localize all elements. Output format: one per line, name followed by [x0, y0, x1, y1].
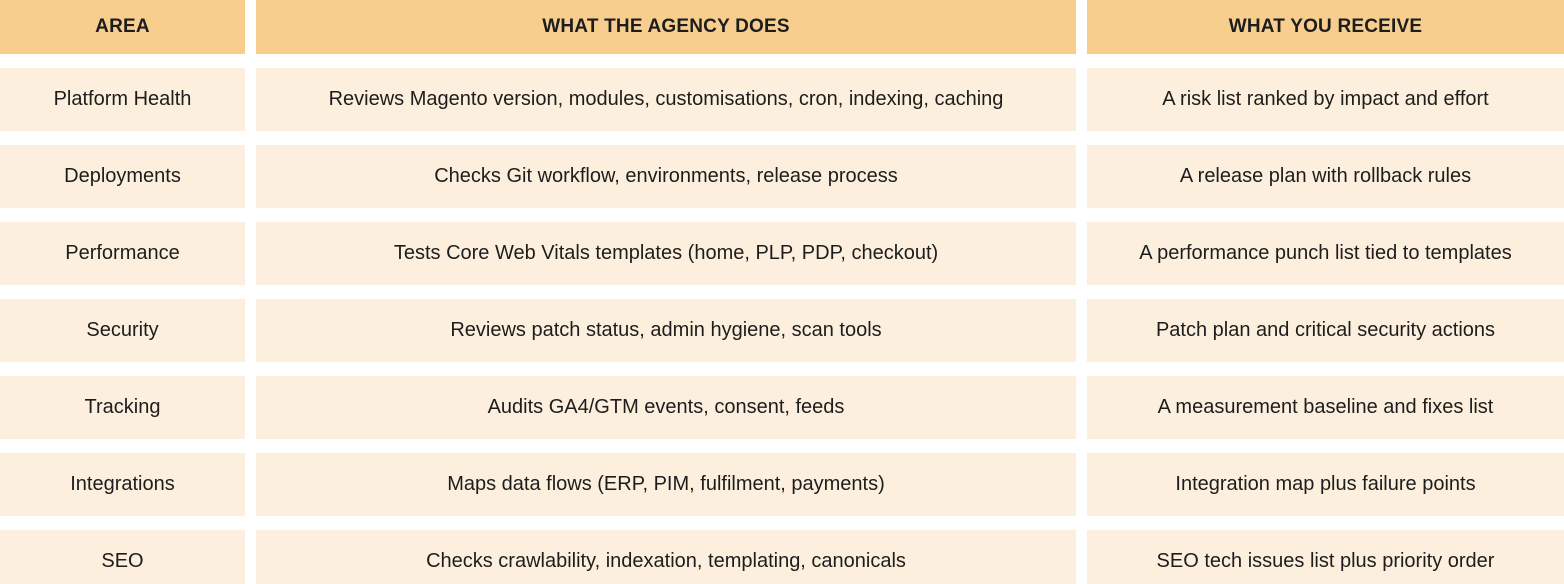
- area-cell-integrations: Integrations: [0, 453, 245, 516]
- area-cell-platform-health: Platform Health: [0, 68, 245, 131]
- receive-cell-deployments: A release plan with rollback rules: [1087, 145, 1564, 208]
- area-cell-tracking: Tracking: [0, 376, 245, 439]
- receive-cell-performance: A performance punch list tied to templat…: [1087, 222, 1564, 285]
- receive-cell-platform-health: A risk list ranked by impact and effort: [1087, 68, 1564, 131]
- column-header-what-you-receive: WHAT YOU RECEIVE: [1087, 0, 1564, 54]
- area-cell-seo: SEO: [0, 530, 245, 584]
- area-cell-deployments: Deployments: [0, 145, 245, 208]
- does-cell-platform-health: Reviews Magento version, modules, custom…: [256, 68, 1076, 131]
- does-cell-integrations: Maps data flows (ERP, PIM, fulfilment, p…: [256, 453, 1076, 516]
- does-cell-security: Reviews patch status, admin hygiene, sca…: [256, 299, 1076, 362]
- does-cell-tracking: Audits GA4/GTM events, consent, feeds: [256, 376, 1076, 439]
- receive-cell-tracking: A measurement baseline and fixes list: [1087, 376, 1564, 439]
- area-cell-security: Security: [0, 299, 245, 362]
- column-header-area: AREA: [0, 0, 245, 54]
- does-cell-performance: Tests Core Web Vitals templates (home, P…: [256, 222, 1076, 285]
- column-header-what-the-agency-does: WHAT THE AGENCY DOES: [256, 0, 1076, 54]
- does-cell-seo: Checks crawlability, indexation, templat…: [256, 530, 1076, 584]
- receive-cell-seo: SEO tech issues list plus priority order: [1087, 530, 1564, 584]
- receive-cell-integrations: Integration map plus failure points: [1087, 453, 1564, 516]
- does-cell-deployments: Checks Git workflow, environments, relea…: [256, 145, 1076, 208]
- receive-cell-security: Patch plan and critical security actions: [1087, 299, 1564, 362]
- area-cell-performance: Performance: [0, 222, 245, 285]
